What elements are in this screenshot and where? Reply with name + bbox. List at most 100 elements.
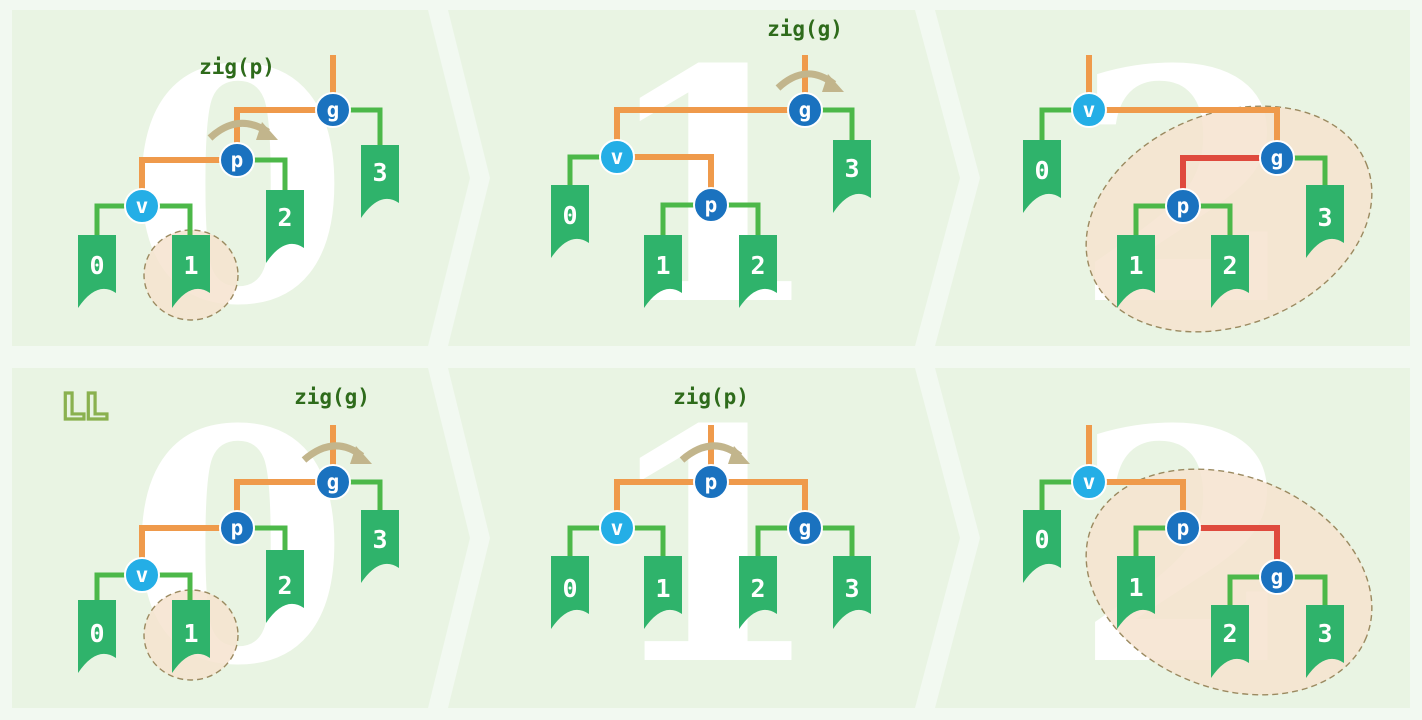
svg-text:0: 0 bbox=[1034, 525, 1049, 554]
svg-text:p: p bbox=[231, 148, 244, 172]
subtree-1 bbox=[172, 235, 210, 308]
node-p bbox=[1165, 188, 1201, 224]
node-v bbox=[599, 139, 635, 175]
svg-text:v: v bbox=[611, 516, 624, 540]
node-p bbox=[219, 142, 255, 178]
subtree-0 bbox=[78, 600, 116, 673]
panel-row2-step0: 0 LL 3 2 0 1 g p v zig(g) bbox=[12, 368, 470, 708]
svg-text:p: p bbox=[1177, 516, 1190, 540]
svg-text:v: v bbox=[1083, 470, 1096, 494]
node-v bbox=[124, 557, 160, 593]
panel-row1-step2: 2 0 3 1 2 v g p bbox=[935, 10, 1410, 346]
panel-row2-step1: 1 0 1 2 3 p v g zig(p) bbox=[448, 361, 960, 720]
case-label: LL bbox=[62, 387, 108, 428]
svg-text:0: 0 bbox=[89, 619, 104, 648]
svg-text:1: 1 bbox=[183, 619, 198, 648]
node-v bbox=[1071, 464, 1107, 500]
subtree-edges bbox=[94, 479, 383, 605]
svg-text:g: g bbox=[327, 98, 340, 122]
subtree-3 bbox=[833, 556, 871, 629]
operation-label: zig(g) bbox=[767, 17, 843, 41]
svg-text:p: p bbox=[705, 470, 718, 494]
subtree-1 bbox=[1117, 556, 1155, 629]
node-v bbox=[1071, 92, 1107, 128]
subtree-2 bbox=[266, 550, 304, 623]
subtree-3 bbox=[1306, 185, 1344, 258]
node-v bbox=[599, 510, 635, 546]
svg-text:2: 2 bbox=[1222, 619, 1237, 648]
svg-text:1: 1 bbox=[1128, 251, 1143, 280]
svg-text:1: 1 bbox=[1128, 573, 1143, 602]
panel-row2-step2: 2 0 1 2 3 v p g bbox=[935, 368, 1410, 708]
operation-label: zig(p) bbox=[673, 385, 749, 409]
subtree-1 bbox=[172, 600, 210, 673]
svg-text:v: v bbox=[611, 145, 624, 169]
node-g bbox=[787, 92, 823, 128]
operation-label: zig(p) bbox=[199, 55, 275, 79]
svg-text:3: 3 bbox=[1317, 203, 1332, 232]
subtree-3 bbox=[361, 145, 399, 218]
node-p bbox=[219, 510, 255, 546]
subtree-0 bbox=[551, 185, 589, 258]
node-g bbox=[315, 464, 351, 500]
node-p bbox=[693, 187, 729, 223]
subtree-3 bbox=[361, 510, 399, 583]
subtree-0 bbox=[1023, 510, 1061, 583]
node-g bbox=[315, 92, 351, 128]
step-watermark: 1 bbox=[601, 361, 824, 720]
subtree-3 bbox=[1306, 605, 1344, 678]
panel-row1-step1: 1 3 0 1 2 g v p zig(g) bbox=[448, 10, 960, 346]
svg-text:1: 1 bbox=[183, 251, 198, 280]
svg-text:2: 2 bbox=[750, 251, 765, 280]
subtree-edges bbox=[1039, 107, 1328, 240]
subtree-0 bbox=[551, 556, 589, 629]
operation-label: zig(g) bbox=[294, 385, 370, 409]
svg-text:v: v bbox=[1083, 98, 1096, 122]
svg-text:0: 0 bbox=[89, 251, 104, 280]
node-g bbox=[787, 510, 823, 546]
svg-text:v: v bbox=[136, 194, 149, 218]
svg-text:g: g bbox=[799, 516, 812, 540]
svg-text:3: 3 bbox=[1317, 619, 1332, 648]
svg-text:g: g bbox=[1271, 565, 1284, 589]
svg-text:3: 3 bbox=[844, 154, 859, 183]
svg-text:1: 1 bbox=[655, 251, 670, 280]
node-g bbox=[1259, 140, 1295, 176]
panel-row1-step0: 0 3 2 0 1 g p v zig(p) bbox=[12, 10, 470, 346]
node-p bbox=[1165, 510, 1201, 546]
subtree-2 bbox=[739, 556, 777, 629]
svg-text:2: 2 bbox=[277, 571, 292, 600]
svg-text:2: 2 bbox=[277, 203, 292, 232]
subtree-edges bbox=[567, 525, 855, 558]
subtree-0 bbox=[1023, 140, 1061, 213]
subtree-2 bbox=[1211, 605, 1249, 678]
svg-text:p: p bbox=[231, 516, 244, 540]
subtree-edges bbox=[567, 107, 855, 240]
node-g bbox=[1259, 559, 1295, 595]
svg-text:3: 3 bbox=[372, 158, 387, 187]
node-v bbox=[124, 188, 160, 224]
subtree-1 bbox=[1117, 235, 1155, 308]
svg-text:0: 0 bbox=[562, 574, 577, 603]
svg-text:v: v bbox=[136, 563, 149, 587]
svg-text:p: p bbox=[705, 193, 718, 217]
node-p bbox=[693, 464, 729, 500]
svg-text:0: 0 bbox=[562, 201, 577, 230]
svg-text:2: 2 bbox=[1222, 251, 1237, 280]
svg-text:p: p bbox=[1177, 194, 1190, 218]
svg-text:0: 0 bbox=[1034, 156, 1049, 185]
svg-text:3: 3 bbox=[844, 574, 859, 603]
subtree-2 bbox=[266, 190, 304, 263]
svg-text:g: g bbox=[1271, 146, 1284, 170]
svg-text:2: 2 bbox=[750, 574, 765, 603]
subtree-1 bbox=[644, 556, 682, 629]
subtree-edges bbox=[94, 107, 383, 240]
subtree-1 bbox=[644, 235, 682, 308]
svg-text:1: 1 bbox=[655, 574, 670, 603]
subtree-edges bbox=[1039, 479, 1328, 607]
subtree-3 bbox=[833, 140, 871, 213]
subtree-2 bbox=[739, 235, 777, 308]
subtree-0 bbox=[78, 235, 116, 308]
svg-text:3: 3 bbox=[372, 525, 387, 554]
